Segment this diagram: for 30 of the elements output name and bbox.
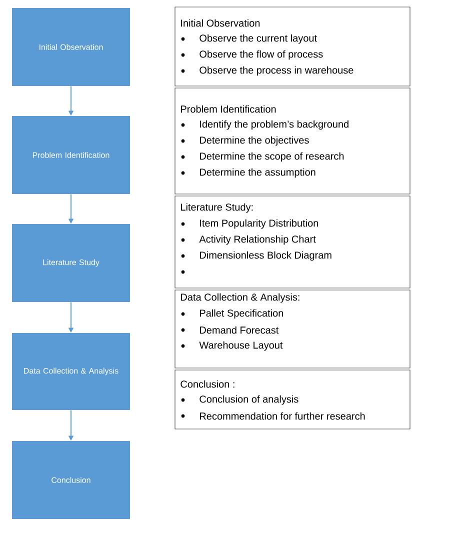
bullet-item: Determine the objectives	[181, 136, 309, 146]
bullet-item: Pallet Specification	[181, 309, 284, 319]
box-heading: Problem Identification	[181, 105, 276, 113]
bullet-item: Dimensionless Block Diagram	[181, 251, 332, 261]
bullet-item: Conclusion of analysis	[181, 395, 298, 405]
bullet-item: Activity Relationship Chart	[181, 235, 316, 245]
box-heading: Literature Study:	[181, 203, 253, 213]
bullet-item: Determine the scope of research	[181, 152, 344, 162]
bullet-item: Warehouse Layout	[181, 341, 283, 351]
bullet-item: Identify the problem’s background	[181, 120, 348, 130]
box-heading: Conclusion :	[180, 380, 234, 388]
process-box: Literature Study	[12, 224, 130, 302]
bullet-item: Observe the current layout	[181, 34, 317, 44]
bullet-item: Observe the process in warehouse	[181, 66, 354, 76]
bullet-item: Demand Forecast	[181, 326, 279, 334]
process-box: Problem Identification	[12, 116, 130, 194]
text-box	[174, 290, 410, 368]
text-box	[174, 370, 410, 430]
box-heading: Initial Observation	[181, 19, 260, 27]
text-box	[174, 196, 410, 288]
text-box	[174, 88, 410, 194]
bullet-item: Item Popularity Distribution	[181, 219, 318, 229]
bullet-item: Determine the assumption	[181, 168, 316, 178]
text-box	[174, 6, 410, 86]
process-box: Data Collection & Analysis	[12, 333, 130, 410]
bullet-item: Recommendation for further research	[181, 412, 365, 420]
box-heading: Data Collection & Analysis:	[181, 293, 300, 303]
process-box: Conclusion	[12, 441, 130, 519]
bullet-item: Observe the flow of process	[181, 50, 323, 60]
process-box: Initial Observation	[12, 8, 130, 86]
